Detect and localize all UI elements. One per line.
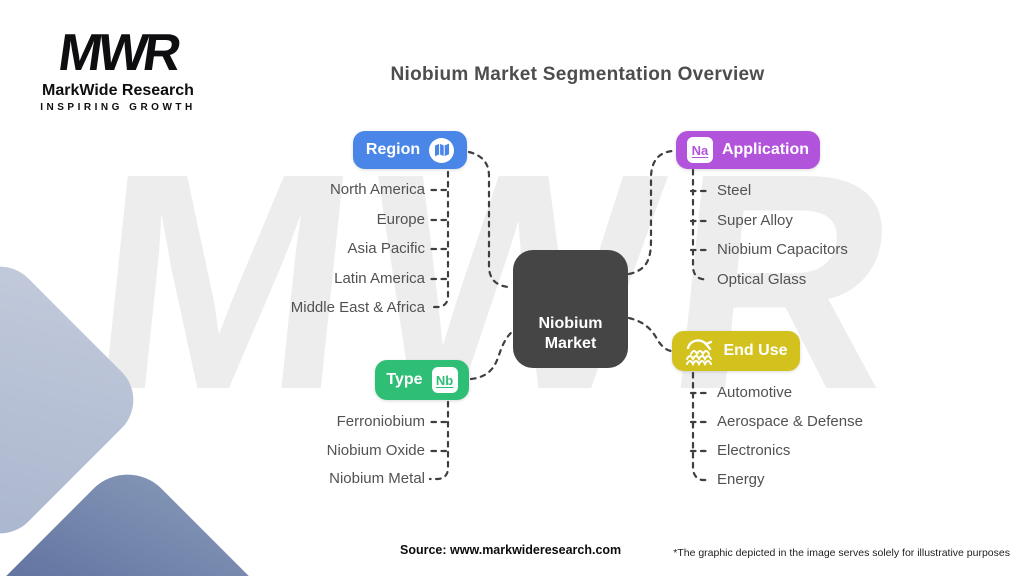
map-icon xyxy=(429,137,455,163)
niobium-market-center-node: Niobium Market xyxy=(513,250,628,368)
type-node-label: Type xyxy=(386,371,423,388)
source-text: Source: www.markwideresearch.com xyxy=(400,543,622,557)
element-symbol-nb-icon: Nb xyxy=(431,367,458,393)
application-node: Na Application xyxy=(676,131,820,169)
page-title: Niobium Market Segmentation Overview xyxy=(390,64,765,85)
markwide-research-logo: MWR MarkWide Research INSPIRING GROWTH xyxy=(38,24,198,113)
disclaimer-text: *The graphic depicted in the image serve… xyxy=(673,547,1010,559)
center-node-line1: Niobium xyxy=(538,315,603,332)
end-use-item: Electronics xyxy=(717,442,791,459)
end-use-item: Aerospace & Defense xyxy=(717,413,863,430)
logo-tagline: INSPIRING GROWTH xyxy=(40,102,196,113)
type-item: Niobium Oxide xyxy=(326,442,425,459)
application-item: Niobium Capacitors xyxy=(717,241,848,258)
end-use-item: Automotive xyxy=(717,384,793,401)
end-use-node: End Use xyxy=(672,331,800,371)
region-item: Middle East & Africa xyxy=(290,299,425,316)
end-use-node-label: End Use xyxy=(723,342,788,359)
element-symbol-na-icon: Na xyxy=(686,137,713,163)
region-item: North America xyxy=(329,181,425,198)
logo-company-name: MarkWide Research xyxy=(42,82,194,99)
region-item: Europe xyxy=(376,211,425,228)
center-node-line2: Market xyxy=(544,335,597,352)
industrial-machine-icon xyxy=(684,336,714,367)
region-item: Asia Pacific xyxy=(347,240,425,257)
application-item: Steel xyxy=(717,182,752,199)
application-item: Super Alloy xyxy=(717,212,793,229)
region-item: Latin America xyxy=(334,270,425,287)
application-item: Optical Glass xyxy=(717,271,807,288)
type-item: Niobium Metal xyxy=(329,470,425,487)
type-item: Ferroniobium xyxy=(336,413,425,430)
end-use-item: Energy xyxy=(717,471,765,488)
application-node-label: Application xyxy=(721,141,810,158)
region-node-label: Region xyxy=(365,141,421,158)
type-node: Type Nb xyxy=(375,360,469,400)
region-node: Region xyxy=(353,131,467,169)
